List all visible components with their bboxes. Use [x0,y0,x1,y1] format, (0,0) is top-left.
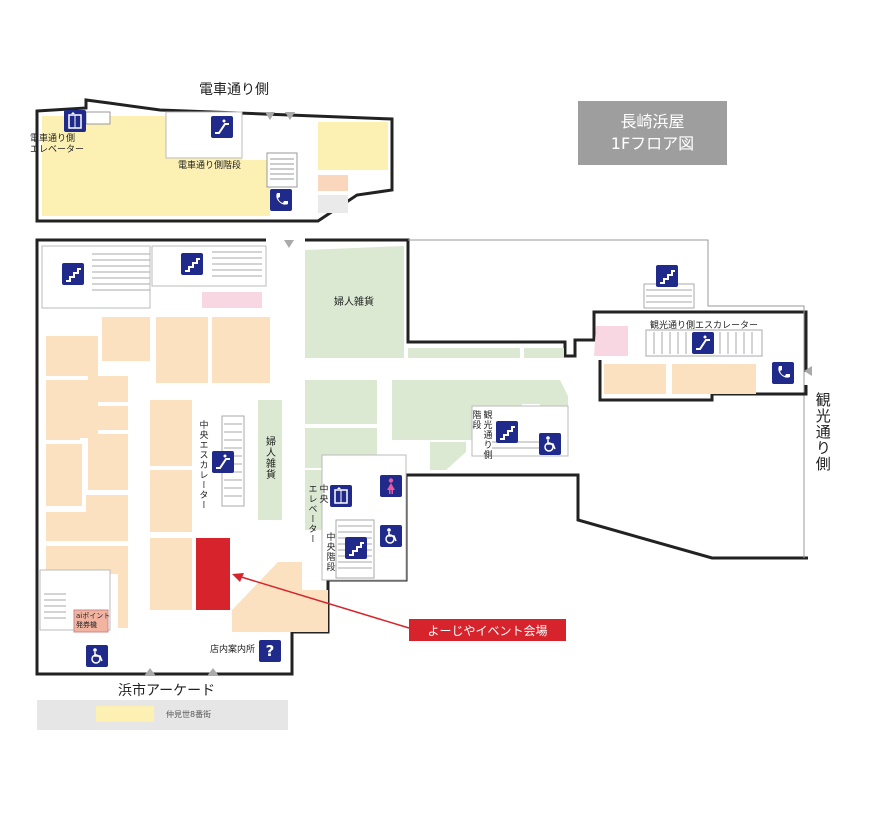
point-machine-label-2: 発券機 [76,621,97,629]
kanko-escalator-steps [653,332,753,354]
wheelchair-restroom-icon [539,433,561,455]
arcade-strip [37,700,288,730]
point-machine-label-1: aiポイント [76,612,111,620]
phone-icon [270,189,292,211]
entrance-markers [144,112,812,676]
wheelchair-restroom-icon [380,525,402,547]
event-arrow-head [232,573,244,582]
tram-stairs-box [266,152,298,188]
nakamise-shop [96,706,154,722]
map-title-line2: 1Fフロア図 [610,134,695,153]
escalator-icon [211,116,233,138]
kanko-stairs-label-2: 階段 [470,410,481,430]
main-building-outline-east [598,360,808,402]
phone-icon [772,362,794,384]
stairs-icon [496,421,518,443]
green-zones [258,246,568,530]
central-elevator-label-1: 中央 [317,484,328,504]
central-stairs-label: 中央階段 [324,532,335,572]
tram-elevator-shaft [85,111,111,125]
stairwell-southwest-steps [44,593,66,619]
kanko-stairwell-steps [646,289,692,303]
information-icon: ? [259,640,281,662]
info-desk-label: 店内案内所 [210,645,256,655]
nakamise-label: 仲見世8番街 [166,710,212,719]
kanko-stairs-label-3: 通り側 [481,430,492,460]
direction-east: 観光通り側 [813,392,832,472]
kanko-escalator-label: 観光通り側エスカレーター [650,321,759,331]
womens-goods-label-2: 婦人雑貨 [263,436,275,480]
main-building-outline [305,238,808,372]
direction-north: 電車通り側 [199,82,269,98]
kanko-pink-area [594,326,628,356]
point-machine [73,609,109,633]
stairs-icon [62,263,84,285]
elevator-icon [330,485,352,507]
escalator-icon [692,332,714,354]
event-venue [196,538,230,610]
shops-east [604,364,756,394]
tram-elevator-label: 電車通り側 エレベーター [30,134,85,155]
map-title-line1: 長崎浜屋 [620,112,685,131]
shops-west [46,317,328,632]
stairs-icon [181,253,203,275]
restroom-women-icon [380,475,402,497]
tram-stairs-label: 電車通り側階段 [178,161,242,171]
tram-annex-floor [318,195,348,213]
elevator-icon [64,110,86,132]
pink-area [202,292,262,308]
tram-annex-floor [318,175,348,191]
central-elevator-label-2: エレベーター [306,484,317,544]
map-title: 長崎浜屋 1Fフロア図 [578,101,727,165]
stairs-icon [656,265,678,287]
tram-stairs-steps [270,158,294,180]
point-machine-label: aiポイント 発券機 [76,612,110,630]
stairs-icon [345,537,367,559]
wheelchair-restroom-icon [86,645,108,667]
kanko-stairs-label-1: 観光 [481,410,492,430]
stairwell-center-north [151,245,267,287]
tram-annex-floor [318,122,388,170]
event-venue-label: よーじやイベント会場 [409,619,566,641]
direction-south: 浜市アーケード [118,683,216,699]
stairwell-center-north-steps [212,251,262,277]
main-building-outline-east [408,239,805,558]
escalator-icon [212,451,234,473]
event-arrow [237,575,410,629]
tram-annex-floor [240,160,270,216]
stairwell-left [41,245,151,309]
stairwell-left-steps [92,253,150,291]
womens-goods-label: 婦人雑貨 [334,297,374,308]
central-escalator-label: 中央エスカレーター [197,420,208,510]
